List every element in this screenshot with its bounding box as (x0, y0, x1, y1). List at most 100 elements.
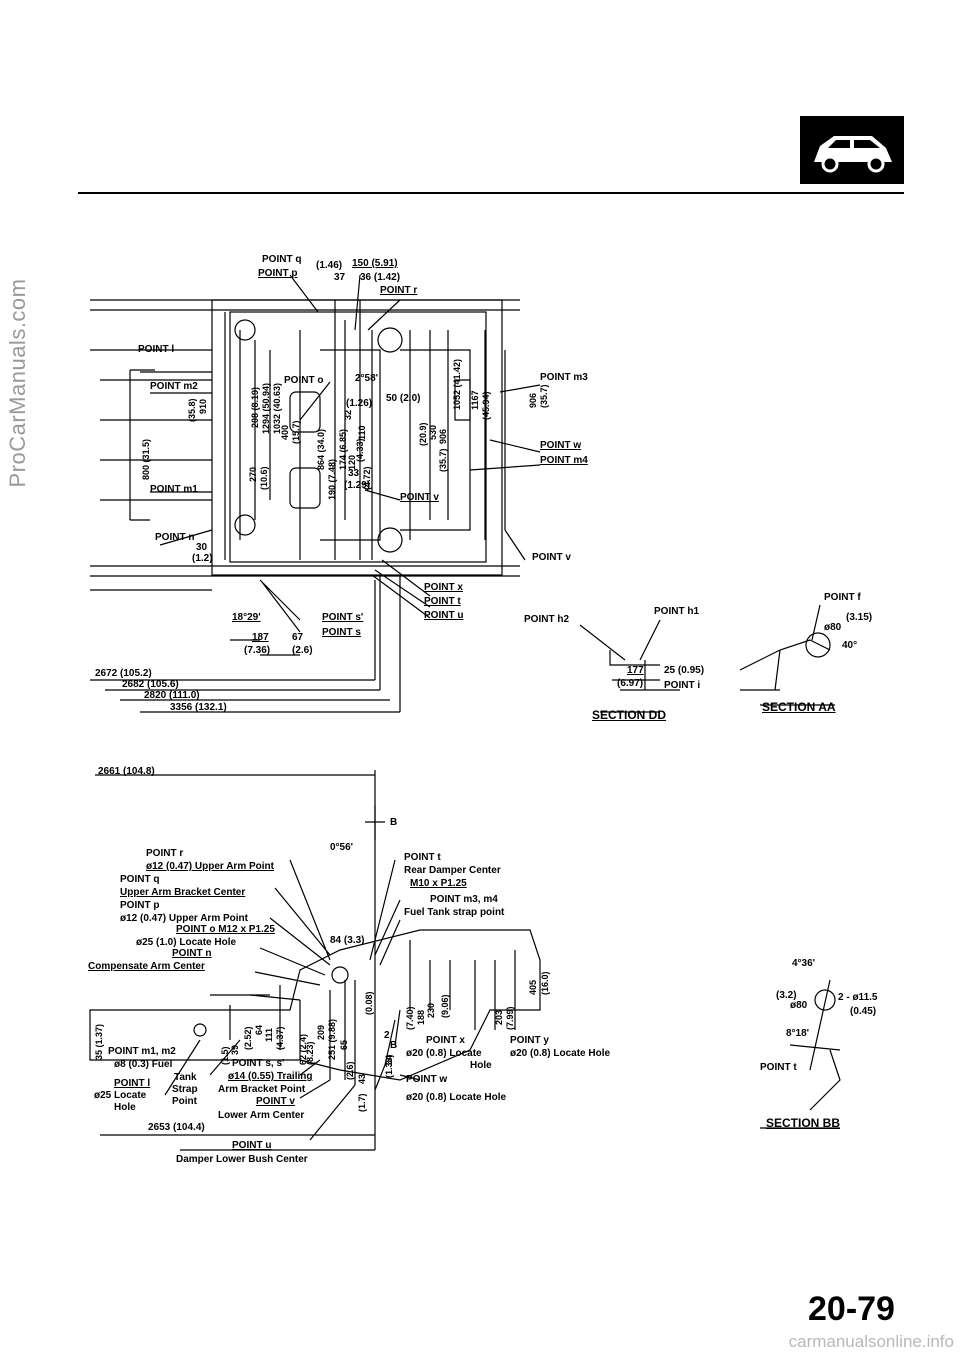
dim-1-2-label: (1.2) (192, 553, 213, 564)
v-50-label: 50 (2.0) (386, 393, 421, 404)
point-p-label: POINT p (258, 268, 298, 279)
v-251-label: 251 (9.88) (327, 1018, 337, 1060)
point-q-side-title: POINT q (120, 874, 160, 885)
point-l-side-desc1: ø25 Locate (94, 1090, 147, 1101)
marker-b2-label: B (390, 1040, 398, 1051)
section-dd-title: SECTION DD (592, 708, 667, 722)
point-q-side-desc: Upper Arm Bracket Center (120, 887, 246, 898)
point-y-side-title: POINT y (510, 1035, 549, 1046)
bb-dim-80-label: ø80 (790, 1000, 808, 1011)
dim-150-label: 150 (5.91) (352, 258, 398, 269)
point-ss-desc1: ø14 (0.55) Trailing (228, 1071, 313, 1082)
point-x-side-desc1: ø20 (0.8) Locate (406, 1048, 482, 1059)
v-7-40-label: (7.40) (405, 1006, 415, 1030)
v-35-7-label: (35.7) (539, 384, 549, 408)
point-w-label: POINT w (540, 440, 582, 451)
point-m12-desc2: Tank (174, 1072, 197, 1083)
point-r-side-desc: ø12 (0.47) Upper Arm Point (146, 861, 274, 872)
dim-2672-label: 2672 (105.2) (95, 668, 152, 679)
v-15-7-label: (15.7) (291, 420, 301, 444)
dim-2820-label: 2820 (111.0) (144, 690, 200, 701)
dim-2653-label: 2653 (104.4) (148, 1122, 205, 1133)
v-270-label: 270 (248, 466, 258, 482)
point-m12-desc4: Point (172, 1096, 197, 1107)
v-8-23-label: (8.23) (305, 1041, 315, 1065)
point-n-label: POINT n (155, 532, 195, 543)
v-1-5-label: (1.5) (220, 1046, 230, 1065)
v-7-99-label: (7.99) (505, 1006, 515, 1030)
v-906-label: 906 (528, 392, 538, 408)
bb-angle-4-label: 4°36' (792, 958, 816, 969)
point-m12-desc3: Strap (172, 1084, 198, 1095)
section-aa-title: SECTION AA (762, 700, 836, 714)
bb-dim-3-2-label: (3.2) (776, 990, 797, 1001)
v-4-33-label: (4.33) (355, 438, 365, 462)
point-m3-label: POINT m3 (540, 372, 588, 383)
point-h1-label: POINT h1 (654, 606, 700, 617)
v-2-6-label: (2.6) (345, 1061, 355, 1080)
v-32-label: 32 (343, 409, 353, 420)
dim-2-6-label: (2.6) (292, 645, 313, 656)
v-190-label: 190 (7.48) (327, 458, 337, 500)
v-16-0-label: (16.0) (540, 971, 550, 995)
point-q-label: POINT q (262, 254, 302, 265)
point-x-side-title: POINT x (426, 1035, 465, 1046)
point-o-side-title: POINT o M12 x P1.25 (176, 924, 275, 935)
point-m34-title: POINT m3, m4 (430, 894, 498, 905)
point-t-side-desc1: Rear Damper Center (404, 865, 501, 876)
point-s-label: POINT s (322, 627, 361, 638)
point-u-label: POINT u (424, 610, 464, 621)
v-1167-label: 1167 (470, 390, 480, 410)
v-10-6-label: (10.6) (259, 466, 269, 490)
v-33-label: 33 (348, 468, 360, 479)
dim-30-label: 30 (196, 542, 208, 553)
dim-36-label: 36 (1.42) (360, 272, 401, 283)
aa-dim-80-label: ø80 (824, 622, 842, 633)
point-p-side-desc: ø12 (0.47) Upper Arm Point (120, 913, 248, 924)
v-188-label: 188 (416, 1009, 426, 1025)
v-84-label: 84 (3.3) (330, 935, 365, 946)
point-h2-label: POINT h2 (524, 614, 570, 625)
point-v-side-title: POINT v (256, 1096, 295, 1107)
v-230-label: 230 (426, 1002, 436, 1018)
point-o-side-desc: ø25 (1.0) Locate Hole (136, 937, 237, 948)
v-530-label: 530 (428, 424, 438, 440)
v-35-label: 35 (1.37) (94, 1023, 104, 1060)
v-800-label: 800 (31.5) (141, 438, 151, 480)
dim-3356-label: 3356 (132.1) (170, 702, 227, 713)
point-x-label: POINT x (424, 582, 463, 593)
point-m12-desc1: ø8 (0.3) Fuel (114, 1059, 173, 1070)
dim-67-label: 67 (292, 632, 304, 643)
point-v-side-desc: Lower Arm Center (218, 1110, 305, 1121)
point-ss-desc2: Arm Bracket Point (218, 1084, 306, 1095)
bb-dim-0-45-label: (0.45) (850, 1006, 877, 1017)
dim-37-label: 37 (334, 272, 346, 283)
v-400-label: 400 (280, 424, 290, 440)
dim-25-label: 25 (0.95) (664, 665, 705, 676)
dim-187-label: 187 (252, 632, 269, 643)
point-r-label: POINT r (380, 285, 418, 296)
point-n-side-title: POINT n (172, 948, 212, 959)
aa-dim-3-15-label: (3.15) (846, 612, 873, 623)
v-9-06-label: (9.06) (440, 994, 450, 1018)
v-35-8-label: (35.8) (187, 398, 197, 422)
v-20-9-label: (20.9) (418, 422, 428, 446)
v-1-7-label: (1.7) (357, 1093, 367, 1112)
point-o-label: POINT o (284, 375, 324, 386)
aa-angle-40-label: 40° (842, 640, 858, 651)
v-2-58-label: 2°58' (355, 373, 379, 384)
v-111-label: 111 (264, 1027, 274, 1042)
v-64-label: 64 (254, 1024, 264, 1035)
v-906b-label: 906 (438, 428, 448, 444)
v-1294-label: 1294 (50.94) (261, 382, 271, 434)
v-1-29-label: (1.29) (344, 480, 371, 491)
v-2-52-label: (2.52) (243, 1026, 253, 1050)
point-v-inner-label: POINT v (400, 492, 439, 503)
point-x-side-desc2: Hole (470, 1060, 492, 1071)
point-i-label: POINT i (664, 680, 701, 691)
dim-q-label: (1.46) (316, 260, 343, 271)
v-08-label: (0.08) (364, 991, 374, 1015)
header-rule (78, 192, 904, 194)
dim-177-label: 177 (627, 665, 644, 676)
